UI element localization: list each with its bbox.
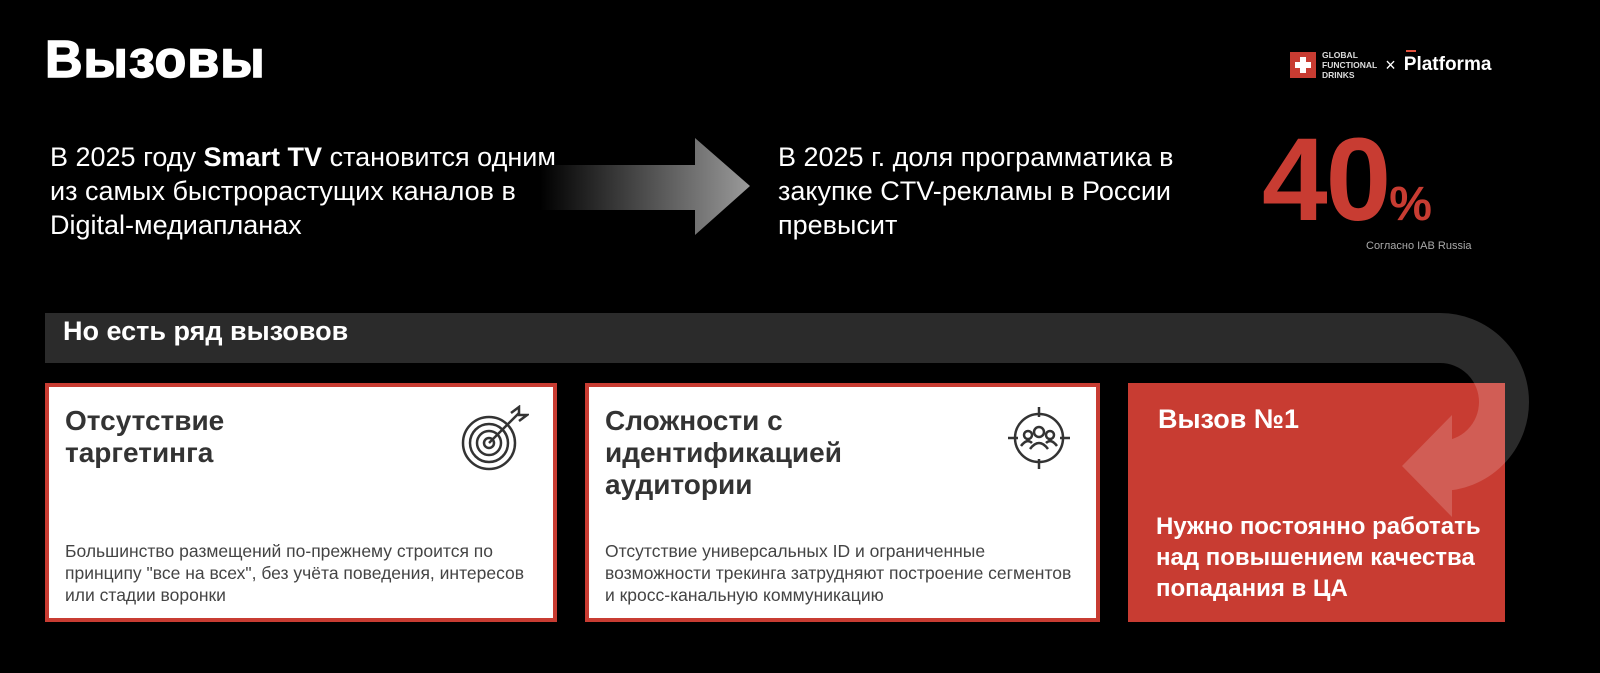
card-title: Отсутствие таргетинга (65, 405, 225, 468)
stat-source: Согласно IAB Russia (1366, 240, 1472, 252)
stat-unit: % (1389, 178, 1432, 231)
brand-name: GLOBAL FUNCTIONAL DRINKS (1322, 50, 1377, 80)
logo: GLOBAL FUNCTIONAL DRINKS × Platforma (1290, 50, 1491, 80)
stat-number: 40 (1262, 114, 1391, 246)
partner-name: Platforma (1403, 50, 1492, 75)
challenge-card-highlight: Вызов №1 Нужно постоянно работать над по… (1128, 383, 1505, 622)
lead-text-right: В 2025 г. доля программатика в закупке C… (778, 142, 1174, 240)
card-title: Сложности с идентификацией аудитории (605, 405, 842, 500)
lead-text-left: В 2025 году Smart TV становится одним из… (50, 140, 570, 242)
card-text: Большинство размещений по-прежнему строи… (65, 541, 525, 605)
card-title: Вызов №1 (1158, 404, 1300, 434)
lead-text: В 2025 году (50, 142, 204, 172)
audience-crosshair-icon (1008, 407, 1070, 469)
challenge-card: Отсутствие таргетинга Большинство размещ… (45, 383, 557, 622)
card-text: Нужно постоянно работать над повышением … (1156, 513, 1481, 602)
arrow-right-icon (540, 138, 750, 235)
brand-line: FUNCTIONAL (1322, 60, 1378, 70)
page-title: Вызовы (44, 30, 266, 90)
target-icon (461, 405, 529, 471)
brand-line: GLOBAL (1322, 50, 1358, 60)
lead-emphasis: Smart TV (203, 142, 323, 172)
stat-value: 40% (1262, 120, 1432, 265)
brand-line: DRINKS (1322, 70, 1355, 80)
challenge-card: Сложности с идентификацией аудитории Отс… (585, 383, 1100, 622)
swiss-cross-icon (1290, 52, 1316, 78)
lead-text: становится одним из самых быстрорастущих… (50, 142, 556, 240)
logo-separator: × (1385, 54, 1396, 75)
band-label: Но есть ряд вызовов (63, 316, 349, 346)
card-text: Отсутствие универсальных ID и ограниченн… (605, 541, 1072, 605)
